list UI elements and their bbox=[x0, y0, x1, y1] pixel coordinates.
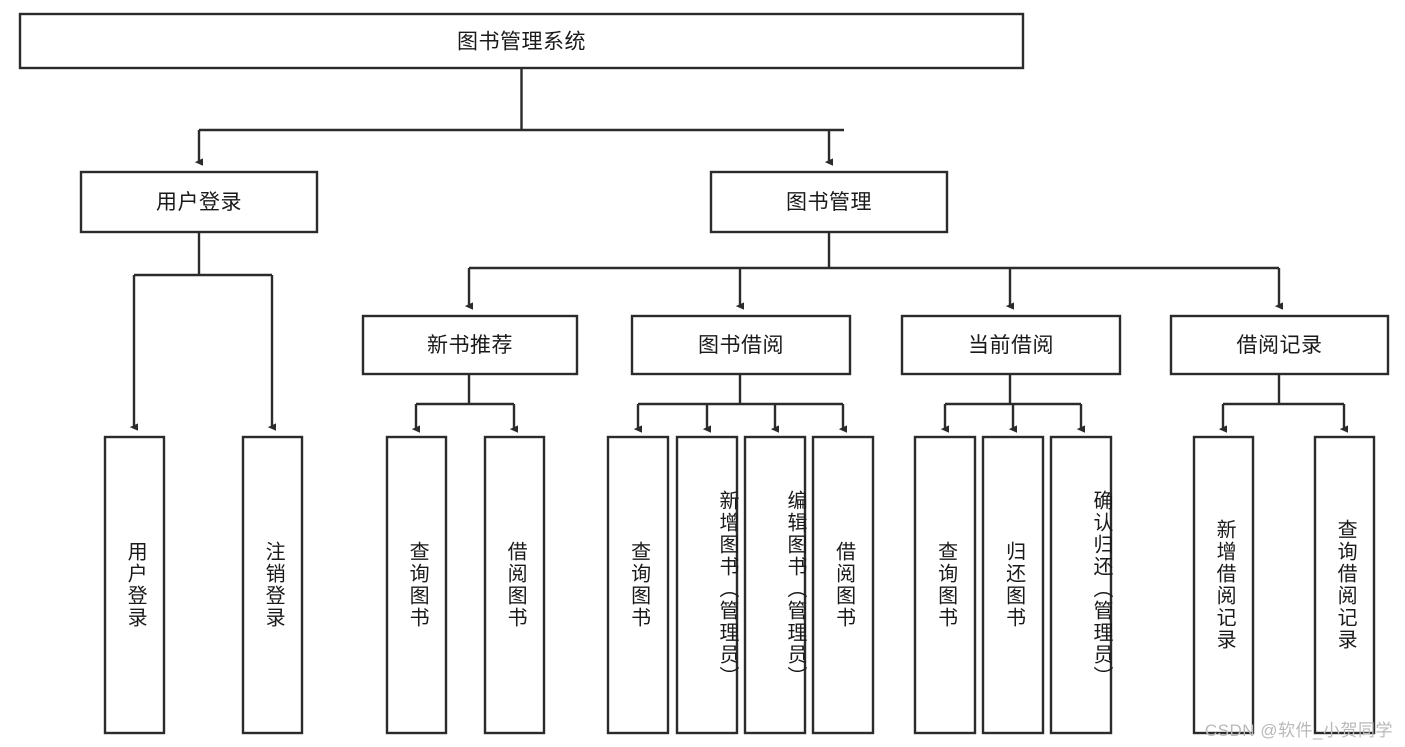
node-borrow-record[interactable]: 借阅记录 bbox=[1169, 314, 1390, 376]
root-label: 图书管理系统 bbox=[457, 31, 586, 54]
user-login-box[interactable] bbox=[79, 170, 319, 234]
current-borrow-label: 当前借阅 bbox=[968, 334, 1054, 357]
leaf-box-user-login[interactable] bbox=[103, 435, 166, 735]
leaf-box-borrow-book[interactable] bbox=[811, 435, 875, 735]
node-book-management[interactable]: 图书管理 bbox=[709, 170, 949, 234]
leaf-box-add-book-admin[interactable] bbox=[675, 435, 739, 735]
book-management-box[interactable] bbox=[709, 170, 949, 234]
csdn-watermark: CSDN @软件_小贺同学 bbox=[1204, 721, 1393, 740]
leaf-box-confirm-return-admin[interactable] bbox=[1049, 435, 1113, 735]
node-new-book-recommend[interactable]: 新书推荐 bbox=[361, 314, 579, 376]
borrow-record-label: 借阅记录 bbox=[1237, 334, 1323, 357]
root-box[interactable] bbox=[18, 12, 1025, 70]
node-book-borrow[interactable]: 图书借阅 bbox=[630, 314, 852, 376]
node-root[interactable]: 图书管理系统 bbox=[18, 12, 1025, 70]
user-login-label: 用户登录 bbox=[156, 191, 242, 214]
leaf-box-query-book-current[interactable] bbox=[913, 435, 977, 735]
borrow-record-box[interactable] bbox=[1169, 314, 1390, 376]
book-borrow-label: 图书借阅 bbox=[698, 334, 784, 357]
leaf-box-edit-book-admin[interactable] bbox=[743, 435, 807, 735]
node-user-login[interactable]: 用户登录 bbox=[79, 170, 319, 234]
leaf-box-query-book-borrow[interactable] bbox=[606, 435, 670, 735]
book-management-label: 图书管理 bbox=[786, 191, 872, 214]
node-current-borrow[interactable]: 当前借阅 bbox=[900, 314, 1122, 376]
current-borrow-box[interactable] bbox=[900, 314, 1122, 376]
leaf-box-layer bbox=[103, 435, 1376, 735]
connector-layer bbox=[129, 68, 1349, 433]
new-book-recommend-box[interactable] bbox=[361, 314, 579, 376]
leaf-box-return-book[interactable] bbox=[981, 435, 1045, 735]
leaf-box-add-borrow-record[interactable] bbox=[1192, 435, 1255, 735]
leaf-box-query-book-recommend[interactable] bbox=[385, 435, 448, 735]
leaf-box-logout-login[interactable] bbox=[241, 435, 304, 735]
new-book-recommend-label: 新书推荐 bbox=[427, 334, 513, 357]
leaf-box-query-borrow-record[interactable] bbox=[1313, 435, 1376, 735]
leaf-box-borrow-book-recommend[interactable] bbox=[483, 435, 546, 735]
book-borrow-box[interactable] bbox=[630, 314, 852, 376]
